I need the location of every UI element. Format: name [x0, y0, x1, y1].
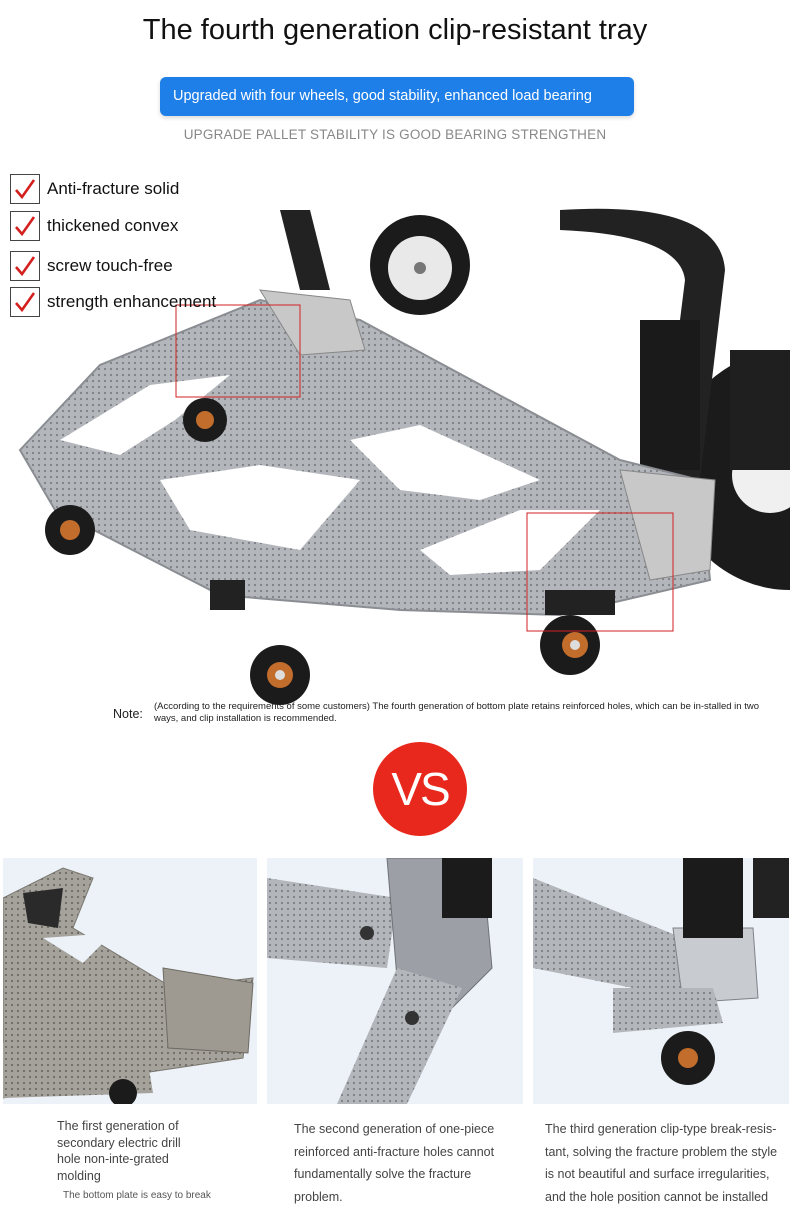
check-icon — [10, 251, 40, 281]
page-subtitle: UPGRADE PALLET STABILITY IS GOOD BEARING… — [183, 127, 607, 142]
comparison-note-first: The bottom plate is easy to break — [63, 1190, 211, 1201]
trolley-tray-image — [18, 208, 790, 705]
comparison-caption-first: The first generation of secondary electr… — [57, 1119, 181, 1183]
comparison-caption-third: The third generation clip-type break-res… — [545, 1122, 778, 1204]
comparison-caption-second: The second generation of one-piece reinf… — [294, 1122, 495, 1204]
vs-badge: VS — [373, 742, 467, 836]
comparison-image-first-generation — [3, 858, 257, 1104]
note-label: Note: — [113, 707, 143, 721]
feature-label: strength enhancement — [47, 292, 217, 311]
check-icon — [10, 211, 40, 241]
feature-banner: Upgraded with four wheels, good stabilit… — [160, 77, 634, 116]
check-icon — [10, 174, 40, 204]
comparison-image-third-generation — [533, 858, 789, 1104]
page-title: The fourth generation clip-resistant tra… — [142, 14, 648, 46]
comparison-image-second-generation — [267, 858, 523, 1104]
feature-label: thickened convex — [47, 216, 179, 235]
check-icon — [10, 287, 40, 317]
feature-label: screw touch-free — [47, 256, 173, 275]
feature-label: Anti-fracture solid — [47, 179, 180, 198]
note-text: (According to the requirements of some c… — [154, 701, 759, 724]
